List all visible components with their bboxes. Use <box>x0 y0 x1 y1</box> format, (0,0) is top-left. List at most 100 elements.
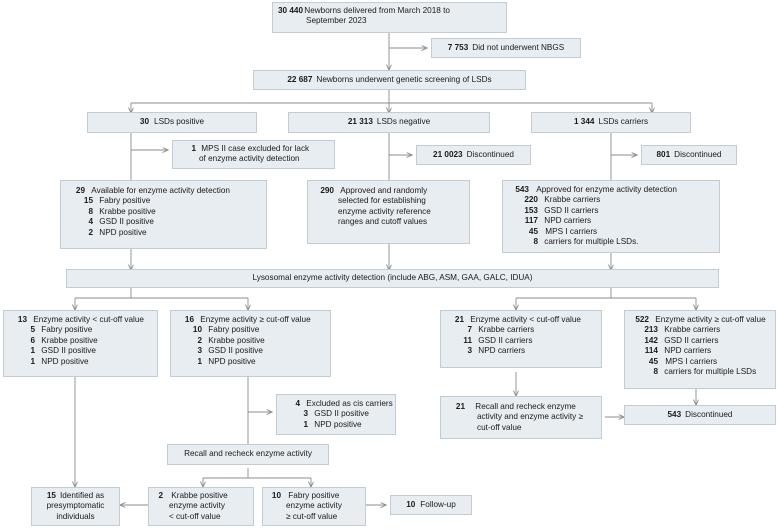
item-count: 117 <box>524 216 538 226</box>
node-carriers-above-cutoff[interactable]: 522 Enzyme activity ≥ cut-off value 213 … <box>624 310 776 389</box>
node-available-enzyme-detection[interactable]: 29 Available for enzyme activity detecti… <box>60 180 267 249</box>
node-header-line: 21 Enzyme activity < cut-off value <box>446 315 596 325</box>
node-fabry-positive-above-cutoff[interactable]: 10 Fabry positive enzyme activity ≥ cut-… <box>262 487 366 526</box>
item-count: 8 <box>533 237 538 247</box>
node-label: Enzyme activity < cut-off value <box>33 315 144 324</box>
item-label: NPD positive <box>314 419 362 429</box>
node-item: 4 GSD II positive <box>67 217 260 227</box>
item-label: NPD positive <box>41 356 89 366</box>
node-lysosomal-enzyme-detection[interactable]: Lysosomal enzyme activity detection (inc… <box>66 269 719 288</box>
node-header-line: 2 Krabbe positive <box>153 491 249 501</box>
node-positive-above-cutoff[interactable]: 16 Enzyme activity ≥ cut-off value 10 Fa… <box>170 310 331 377</box>
item-count: 2 <box>197 335 202 345</box>
item-count: 5 <box>30 325 35 335</box>
node-item: 11 GSD II carriers <box>446 336 596 346</box>
item-label: NPD carriers <box>664 346 712 356</box>
node-item: 7 Krabbe carriers <box>446 325 596 335</box>
item-count: 45 <box>528 226 538 236</box>
item-label: MPS I carriers <box>665 356 718 366</box>
item-count: 11 <box>463 335 472 345</box>
node-header-line: 522 Enzyme activity ≥ cut-off value <box>629 315 771 325</box>
node-label-cont: selected for establishing <box>338 196 426 206</box>
node-item: 45 MPS I carriers <box>629 357 771 367</box>
node-label: Newborns underwent genetic screening of … <box>316 74 492 84</box>
node-recall-recheck-enzyme-activity[interactable]: Recall and recheck enzyme activity <box>167 444 329 465</box>
node-label: Approved for enzyme activity detection <box>536 185 677 194</box>
node-label-cont: individuals <box>56 511 95 521</box>
item-count: 3 <box>197 346 202 356</box>
node-label: Discontinued <box>466 149 514 159</box>
node-item: 153 GSD II carriers <box>509 206 713 216</box>
item-count: 1 <box>197 356 202 366</box>
item-label: Fabry positive <box>208 325 260 335</box>
item-label: Krabbe carriers <box>664 325 721 335</box>
item-count: 15 <box>83 196 93 206</box>
node-mps2-excluded[interactable]: 1 MPS II case excluded for lack of enzym… <box>172 140 335 169</box>
node-approved-carriers-detection[interactable]: 543 Approved for enzyme activity detecti… <box>502 180 720 253</box>
node-item: 1 NPD positive <box>282 420 390 430</box>
node-excluded-cis-carriers[interactable]: 4 Excluded as cis carriers 3 GSD II posi… <box>276 394 396 435</box>
node-label: Discontinued <box>674 149 722 159</box>
node-count: 290 <box>320 186 334 195</box>
node-line: 30 440 Newborns delivered from March 201… <box>278 6 501 16</box>
item-count: 220 <box>524 195 538 205</box>
node-item: 3 GSD II positive <box>282 409 390 419</box>
node-item: 8 carriers for multiple LSDs <box>629 367 771 377</box>
item-label: GSD II positive <box>99 217 154 227</box>
node-item: 5 Fabry positive <box>9 325 152 335</box>
node-item: 117 NPD carriers <box>509 216 713 226</box>
item-count: 114 <box>644 346 658 356</box>
node-item: 10 Fabry positive <box>176 325 325 335</box>
node-count: 1 <box>191 144 196 153</box>
node-count: 7 753 <box>447 42 469 52</box>
node-count: 1 344 <box>573 117 595 127</box>
node-label-cont: enzyme activity <box>286 501 342 511</box>
item-count: 1 <box>30 356 35 366</box>
item-label: NPD positive <box>99 227 147 237</box>
item-count: 1 <box>303 419 308 429</box>
node-item: 15 Fabry positive <box>67 196 260 206</box>
node-label-cont: ranges and cutoff values <box>338 217 428 227</box>
item-count: 3 <box>303 409 308 419</box>
node-item: 2 Krabbe positive <box>176 336 325 346</box>
node-item: 8 carriers for multiple LSDs. <box>509 237 713 247</box>
node-krabbe-positive-below-cutoff[interactable]: 2 Krabbe positive enzyme activity < cut-… <box>148 487 254 526</box>
item-label: Krabbe carriers <box>544 195 601 205</box>
node-item: 1 NPD positive <box>9 357 152 367</box>
node-newborns-delivered[interactable]: 30 440 Newborns delivered from March 201… <box>272 2 507 33</box>
node-carriers-below-cutoff[interactable]: 21 Enzyme activity < cut-off value 7 Kra… <box>440 310 602 368</box>
node-item: 142 GSD II carriers <box>629 336 771 346</box>
node-positive-below-cutoff[interactable]: 13 Enzyme activity < cut-off value 5 Fab… <box>3 310 158 377</box>
item-label: GSD II positive <box>41 346 96 356</box>
node-header-line: 543 Approved for enzyme activity detecti… <box>509 185 713 195</box>
node-recall-recheck-carriers[interactable]: 21 Recall and recheck enzyme activity an… <box>440 396 602 439</box>
node-count: 801 <box>656 149 671 159</box>
item-count: 1 <box>30 346 35 356</box>
node-item: 1 GSD II positive <box>9 346 152 356</box>
node-label: Newborns delivered from March 2018 to <box>304 6 450 15</box>
node-item: 6 Krabbe positive <box>9 336 152 346</box>
node-reference-range-cohort[interactable]: 290 Approved and randomly selected for e… <box>307 180 470 244</box>
node-count: 543 <box>515 185 529 194</box>
node-header-line: 29 Available for enzyme activity detecti… <box>67 186 260 196</box>
item-count: 45 <box>648 356 658 366</box>
node-item: 1 NPD positive <box>176 357 325 367</box>
node-count: 10 <box>271 491 281 500</box>
item-label: NPD carriers <box>544 216 592 226</box>
